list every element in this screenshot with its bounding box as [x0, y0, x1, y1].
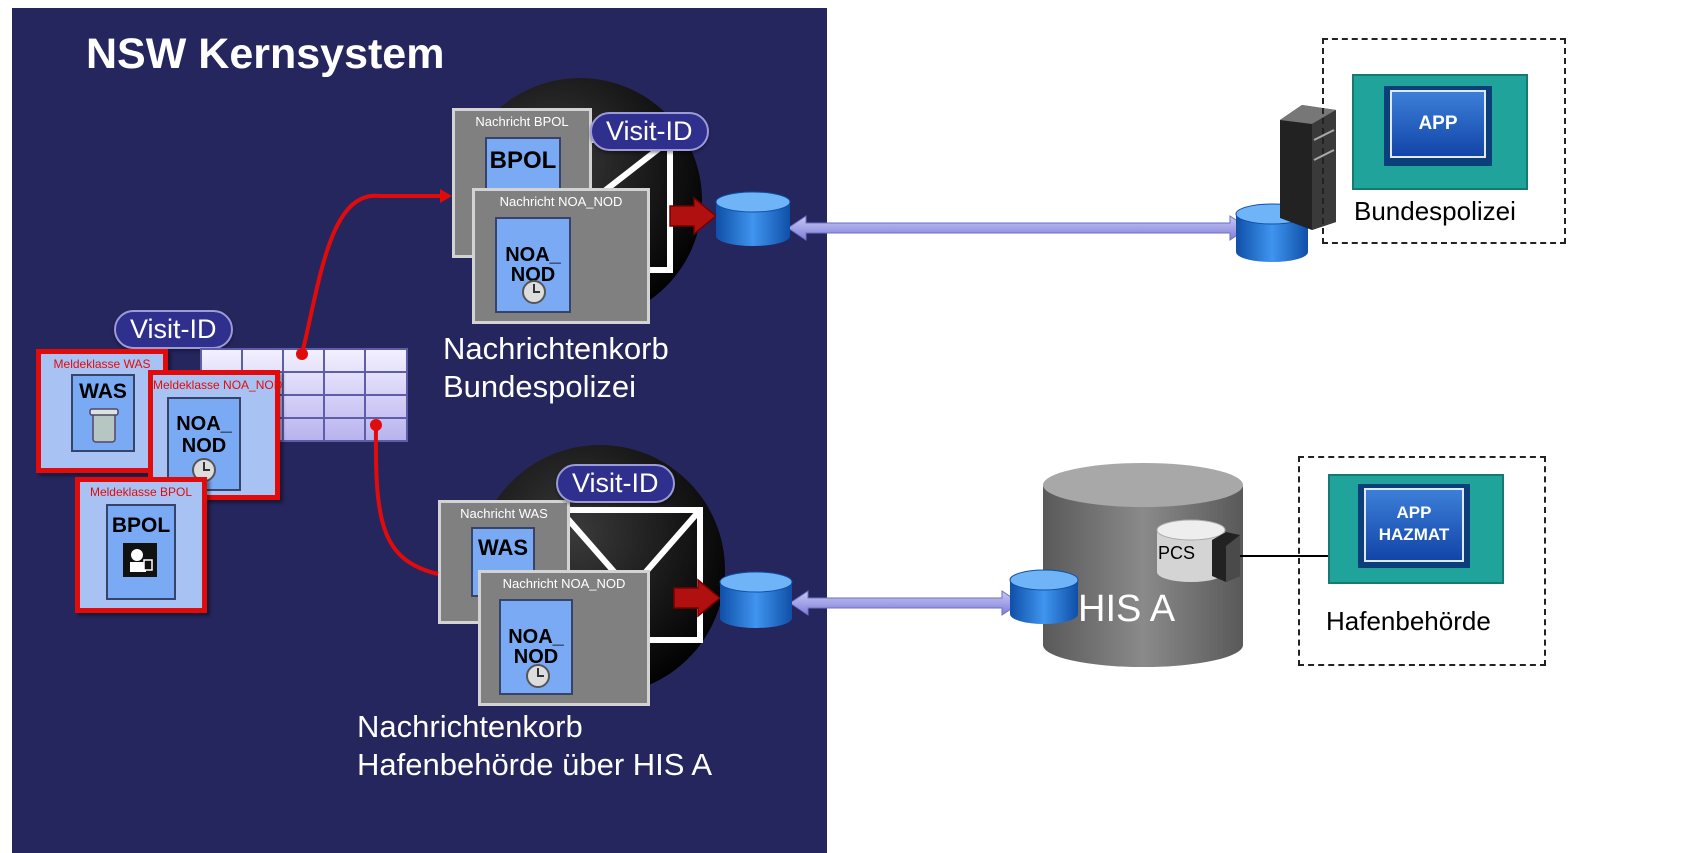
- app-monitor-hafen: APP HAZMAT: [1328, 474, 1504, 584]
- visit-id-badge-hafen: Visit-ID: [556, 464, 675, 503]
- message-header: Nachricht NOA_NOD: [499, 194, 623, 209]
- kernsystem-title: NSW Kernsystem: [86, 30, 445, 78]
- message-code: NOA_ NOD: [505, 244, 561, 286]
- send-arrow-hafen: [673, 578, 722, 618]
- send-arrow-bpol: [669, 196, 718, 236]
- database-icon-bpol: [715, 191, 791, 246]
- message-code: NOA_ NOD: [508, 626, 564, 668]
- hafenbehoerde-box: [1298, 456, 1546, 666]
- app-monitor-bundespolizei: APP: [1352, 74, 1528, 190]
- caption-line: Nachrichtenkorb: [443, 331, 669, 366]
- bundespolizei-label: Bundespolizei: [1354, 196, 1516, 226]
- hafenbehoerde-label: Hafenbehörde: [1326, 606, 1491, 636]
- meldeklasse-code: WAS: [79, 380, 127, 403]
- basket-hafen-caption: Nachrichtenkorb Hafenbehörde über HIS A: [357, 708, 712, 784]
- database-icon-hafen: [719, 571, 793, 628]
- meldeklasse-header: Meldeklasse WAS: [53, 357, 151, 371]
- caption-line: Hafenbehörde über HIS A: [357, 747, 713, 782]
- his-a-label: HIS A: [1078, 588, 1176, 630]
- app-label: APP: [1396, 503, 1432, 522]
- app-button[interactable]: APP: [1390, 90, 1486, 158]
- trash-can-icon: [89, 408, 119, 443]
- pcs-database: [1156, 519, 1226, 582]
- message-noa-nod-hafen[interactable]: Nachricht NOA_NOD NOA_ NOD: [478, 570, 650, 706]
- noa-nod-document: NOA_ NOD: [495, 217, 571, 313]
- database-icon-his: [1009, 569, 1079, 624]
- clock-icon: [522, 280, 546, 304]
- meldeklasse-header: Meldeklasse BPOL: [89, 485, 193, 499]
- message-code: BPOL: [489, 147, 557, 174]
- police-officer-icon: [123, 543, 157, 577]
- caption-line: Bundespolizei: [443, 369, 637, 404]
- clock-icon: [526, 664, 550, 688]
- hazmat-label: HAZMAT: [1378, 525, 1450, 544]
- server-icon-pcs: [1212, 532, 1240, 582]
- visit-id-badge-table: Visit-ID: [114, 310, 233, 349]
- message-header: Nachricht BPOL: [475, 114, 569, 129]
- meldeklasse-was[interactable]: Meldeklasse WAS WAS: [36, 349, 168, 473]
- monitor-screen: APP: [1384, 86, 1492, 166]
- monitor-screen: APP HAZMAT: [1358, 484, 1470, 568]
- message-header: Nachricht WAS: [460, 506, 548, 521]
- meldeklasse-header: Meldeklasse NOA_NOD: [153, 378, 283, 392]
- meldeklasse-bpol[interactable]: Meldeklasse BPOL BPOL: [75, 477, 207, 613]
- app-hazmat-button[interactable]: APP HAZMAT: [1364, 488, 1464, 562]
- meldeklasse-code: BPOL: [111, 514, 171, 537]
- meldeklasse-code: NOA_ NOD: [176, 413, 232, 457]
- message-noa-nod-bpol[interactable]: Nachricht NOA_NOD NOA_ NOD: [472, 188, 650, 324]
- basket-bpol-caption: Nachrichtenkorb Bundespolizei: [443, 330, 669, 406]
- caption-line: Nachrichtenkorb: [357, 709, 583, 744]
- message-header: Nachricht NOA_NOD: [502, 576, 626, 591]
- message-code: WAS: [477, 535, 529, 560]
- pcs-label: PCS: [1158, 543, 1196, 563]
- visit-id-badge-bpol: Visit-ID: [590, 112, 709, 151]
- bundespolizei-box: [1322, 38, 1566, 244]
